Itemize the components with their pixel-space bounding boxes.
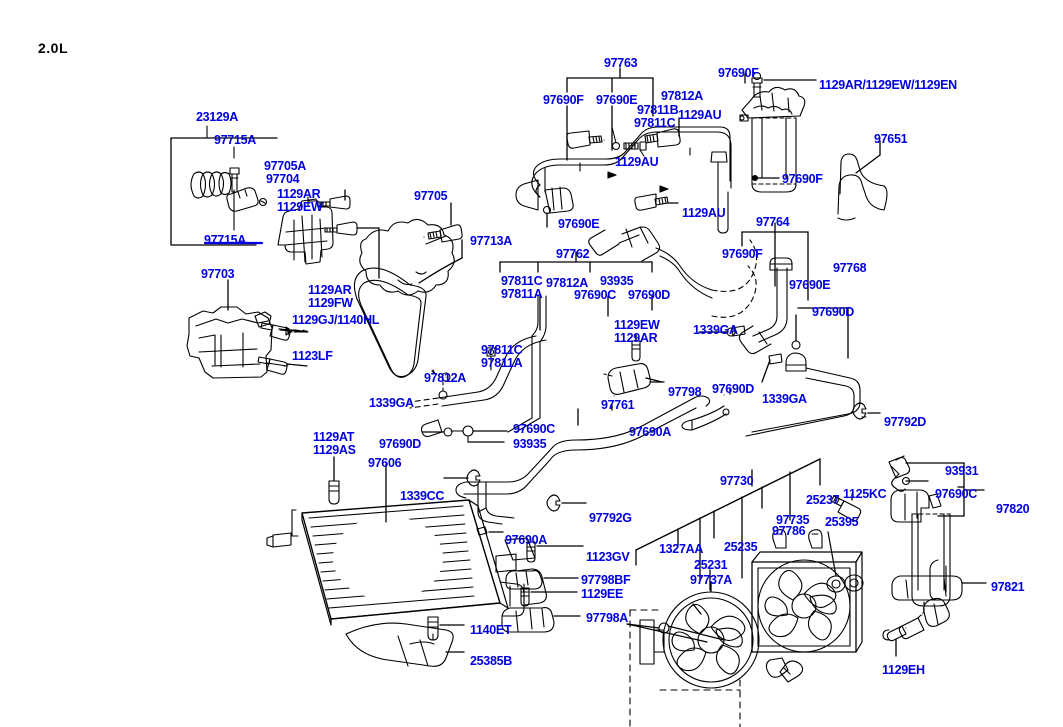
part-label-1129at[interactable]: 1129AT <box>313 430 355 444</box>
part-label-97690d[interactable]: 97690D <box>712 382 754 396</box>
part-label-97786[interactable]: 97786 <box>772 524 806 538</box>
part-label-97811c[interactable]: 97811C <box>481 343 523 357</box>
part-label-97798[interactable]: 97798 <box>668 385 702 399</box>
part-label-97703[interactable]: 97703 <box>201 267 235 281</box>
part-label-1123gv[interactable]: 1123GV <box>586 550 630 564</box>
part-label-1129au[interactable]: 1129AU <box>678 108 722 122</box>
part-label-97705a[interactable]: 97705A <box>264 159 306 173</box>
part-label-1123lf[interactable]: 1123LF <box>292 349 333 363</box>
part-label-97811c[interactable]: 97811C <box>501 274 543 288</box>
part-label-1129ar[interactable]: 1129AR <box>277 187 321 201</box>
part-label-97690c[interactable]: 97690C <box>574 288 616 302</box>
part-label-97811a[interactable]: 97811A <box>481 356 523 370</box>
part-label-23129a[interactable]: 23129A <box>196 110 238 124</box>
part-label-97811c[interactable]: 97811C <box>634 116 676 130</box>
part-label-25235[interactable]: 25235 <box>724 540 758 554</box>
part-label-25237[interactable]: 25237 <box>806 493 840 507</box>
part-label-25385b[interactable]: 25385B <box>470 654 512 668</box>
part-label-97713a[interactable]: 97713A <box>470 234 512 248</box>
part-label-97690e[interactable]: 97690E <box>789 278 831 292</box>
part-label-1129ar[interactable]: 1129AR <box>308 283 352 297</box>
part-label-1339ga[interactable]: 1339GA <box>762 392 807 406</box>
part-label-1129as[interactable]: 1129AS <box>313 443 356 457</box>
part-label-97715a[interactable]: 97715A <box>214 133 256 147</box>
part-label-97792g[interactable]: 97792G <box>589 511 632 525</box>
part-label-97690e[interactable]: 97690E <box>558 217 600 231</box>
part-label-93935[interactable]: 93935 <box>600 274 634 288</box>
part-label-97690c[interactable]: 97690C <box>935 487 977 501</box>
part-label-97730[interactable]: 97730 <box>720 474 754 488</box>
part-label-97690d[interactable]: 97690D <box>628 288 670 302</box>
part-label-97690c[interactable]: 97690C <box>513 422 555 436</box>
part-label-97820[interactable]: 97820 <box>996 502 1030 516</box>
part-label-97690f[interactable]: 97690F <box>543 93 584 107</box>
part-label-97798bf[interactable]: 97798BF <box>581 573 631 587</box>
part-label-97763[interactable]: 97763 <box>604 56 638 70</box>
part-label-1129fw[interactable]: 1129FW <box>308 296 353 310</box>
part-label-97812a[interactable]: 97812A <box>546 276 588 290</box>
part-label-97651[interactable]: 97651 <box>874 132 908 146</box>
part-label-1129ar/1129ew/1129en[interactable]: 1129AR/1129EW/1129EN <box>819 78 957 92</box>
part-label-93931[interactable]: 93931 <box>945 464 979 478</box>
part-label-97705[interactable]: 97705 <box>414 189 448 203</box>
part-label-97704[interactable]: 97704 <box>266 172 300 186</box>
part-label-1129au[interactable]: 1129AU <box>682 206 726 220</box>
part-label-97690f[interactable]: 97690F <box>718 66 759 80</box>
part-label-97792d[interactable]: 97792D <box>884 415 926 429</box>
part-label-97690a[interactable]: 97690A <box>505 533 547 547</box>
part-label-97812a[interactable]: 97812A <box>661 89 703 103</box>
part-label-97811a[interactable]: 97811A <box>501 287 543 301</box>
part-label-97690d[interactable]: 97690D <box>812 305 854 319</box>
part-label-97690f[interactable]: 97690F <box>782 172 823 186</box>
part-label-97762[interactable]: 97762 <box>556 247 590 261</box>
part-label-1129ar[interactable]: 1129AR <box>614 331 658 345</box>
part-label-1129ew[interactable]: 1129EW <box>614 318 660 332</box>
part-label-1129gj/1140hl[interactable]: 1129GJ/1140HL <box>292 313 380 327</box>
part-label-97690f[interactable]: 97690F <box>722 247 763 261</box>
part-label-97737a[interactable]: 97737A <box>690 573 732 587</box>
part-label-1129ee[interactable]: 1129EE <box>581 587 623 601</box>
part-label-25395[interactable]: 25395 <box>825 515 859 529</box>
part-label-1339cc[interactable]: 1339CC <box>400 489 445 503</box>
part-label-1129au[interactable]: 1129AU <box>615 155 659 169</box>
part-label-1327aa[interactable]: 1327AA <box>659 542 704 556</box>
part-label-1140et[interactable]: 1140ET <box>470 623 512 637</box>
part-label-97690e[interactable]: 97690E <box>596 93 638 107</box>
part-label-1339ga[interactable]: 1339GA <box>369 396 414 410</box>
part-label-1339ga[interactable]: 1339GA <box>693 323 738 337</box>
part-label-1129ew[interactable]: 1129EW <box>277 200 323 214</box>
part-label-97715a[interactable]: 97715A <box>204 233 246 247</box>
part-label-97735[interactable]: 97735 <box>776 513 810 527</box>
part-label-1125kc[interactable]: 1125KC <box>843 487 887 501</box>
part-label-97811b[interactable]: 97811B <box>637 103 679 117</box>
part-label-97764[interactable]: 97764 <box>756 215 790 229</box>
part-label-93935[interactable]: 93935 <box>513 437 547 451</box>
part-label-97690a[interactable]: 97690A <box>629 425 671 439</box>
variant-label: 2.0L <box>38 40 69 56</box>
part-label-97768[interactable]: 97768 <box>833 261 867 275</box>
part-label-97761[interactable]: 97761 <box>601 398 635 412</box>
part-label-1129eh[interactable]: 1129EH <box>882 663 925 677</box>
part-label-25231[interactable]: 25231 <box>694 558 728 572</box>
part-label-97812a[interactable]: 97812A <box>424 371 466 385</box>
part-label-97606[interactable]: 97606 <box>368 456 402 470</box>
part-label-97798a[interactable]: 97798A <box>586 611 628 625</box>
part-label-97690d[interactable]: 97690D <box>379 437 421 451</box>
part-label-97821[interactable]: 97821 <box>991 580 1025 594</box>
